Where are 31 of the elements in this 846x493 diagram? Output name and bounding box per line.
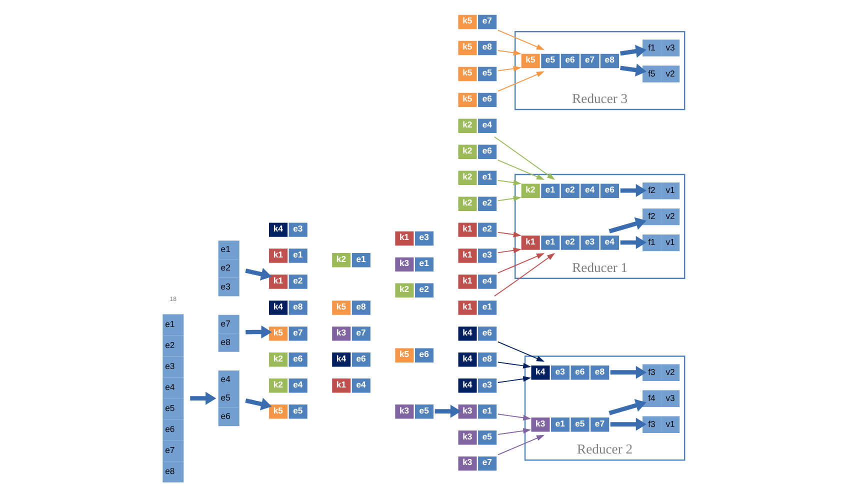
arrow	[246, 325, 272, 339]
arrow	[497, 30, 545, 50]
arrow	[620, 64, 646, 77]
arrow	[497, 232, 522, 238]
arrow	[245, 268, 272, 281]
arrow	[434, 404, 462, 418]
arrow	[497, 376, 532, 383]
arrow	[497, 253, 545, 274]
arrow	[190, 392, 216, 405]
arrow	[620, 236, 646, 249]
arrow	[497, 341, 545, 362]
arrow	[497, 160, 545, 180]
arrow	[497, 71, 545, 92]
arrow	[497, 434, 545, 456]
arrow	[620, 184, 646, 198]
arrow	[494, 136, 556, 180]
arrow	[610, 418, 647, 431]
arrow	[497, 362, 532, 369]
arrow	[608, 217, 646, 234]
arrow	[497, 180, 522, 186]
arrow	[497, 66, 522, 72]
arrow	[620, 44, 646, 58]
arrow	[608, 399, 646, 416]
arrow	[497, 428, 532, 435]
arrow	[497, 196, 522, 202]
arrow	[497, 414, 532, 420]
arrow	[245, 398, 272, 410]
arrow	[497, 248, 522, 254]
arrow	[494, 252, 556, 297]
arrow	[610, 366, 647, 379]
arrow	[497, 50, 522, 56]
